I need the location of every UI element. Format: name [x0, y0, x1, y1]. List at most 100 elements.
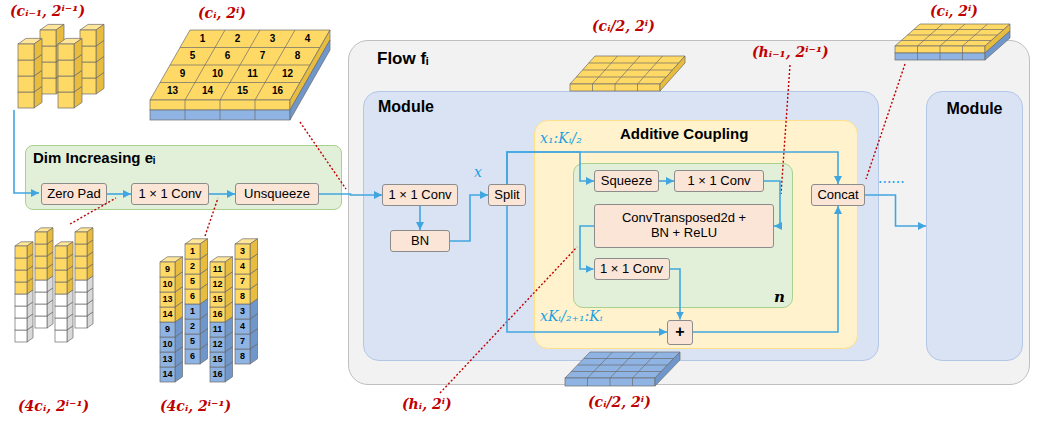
box-heading: Module — [378, 98, 434, 116]
tensor-cube — [55, 242, 73, 258]
tensor-cube — [35, 264, 53, 280]
cell-number: 5 — [190, 336, 195, 347]
edge-label: x₁:Kᵢ/₂ — [540, 130, 582, 147]
cell-number: 11 — [213, 264, 223, 275]
cell-number: 1 — [190, 306, 195, 317]
module-box: Module — [926, 91, 1023, 361]
tensor-cube — [15, 242, 33, 258]
cell-number: 3 — [270, 33, 276, 45]
cell-number: 8 — [240, 351, 245, 362]
cell-number: 11 — [247, 68, 258, 80]
connector-arrow — [659, 180, 674, 182]
cell-number: 1 — [190, 246, 195, 257]
box-label: Concat — [817, 188, 858, 203]
process-box: 1 × 1 Conv — [382, 184, 458, 206]
tensor-cube — [58, 86, 82, 108]
tensor-cube — [160, 287, 183, 307]
box-label: 1 × 1 Conv — [138, 187, 201, 202]
tensor-cube — [80, 40, 104, 62]
tensor-cube — [235, 344, 258, 364]
tensor-cube — [160, 302, 183, 322]
cell-number: 12 — [212, 279, 222, 290]
box-label: 1 × 1 Conv — [388, 188, 451, 203]
cell-number: 6 — [190, 351, 195, 362]
tensor-plate — [565, 352, 680, 386]
tensor-cube — [80, 56, 104, 78]
tensor-cube — [55, 326, 73, 342]
connector-arrow — [670, 269, 681, 320]
connector-arrow — [319, 194, 382, 195]
cell-number: 12 — [282, 68, 293, 80]
dimension-label: (hᵢ, 2ⁱ) — [402, 396, 452, 413]
leader-line — [300, 122, 346, 189]
leader-line — [70, 198, 116, 224]
tensor-cube — [160, 317, 183, 337]
cell-number: 7 — [260, 50, 266, 62]
process-box: 1 × 1 Conv — [131, 183, 209, 205]
tensor-cube — [235, 269, 258, 289]
tensor-cube — [18, 38, 42, 60]
cell-number: 10 — [162, 279, 172, 290]
process-box: Concat — [811, 184, 865, 206]
connector-arrow — [507, 206, 667, 332]
connector-arrow — [107, 193, 131, 195]
cell-number: 16 — [212, 309, 222, 320]
tensor-cube — [185, 254, 208, 274]
repeat-block: n Squeeze 1 × 1 ConvConvTransposed2d + BN … — [573, 163, 793, 308]
tensor-cube — [15, 314, 33, 330]
box-label: BN — [411, 234, 429, 249]
cell-number: 3 — [240, 306, 245, 317]
box-label: ConvTransposed2d + BN + ReLU — [614, 211, 754, 241]
tensor-cube — [55, 302, 73, 318]
cell-number: 4 — [240, 261, 245, 272]
tensor-cube — [15, 254, 33, 270]
connector-arrow — [764, 181, 780, 226]
tensor-cube — [210, 287, 233, 307]
cell-number: 9 — [165, 324, 170, 335]
tensor-plate — [895, 24, 1010, 60]
cell-number: 5 — [190, 50, 196, 62]
cell-number: 6 — [190, 291, 195, 302]
tensor-cube — [58, 54, 82, 76]
box-heading: n — [774, 288, 785, 306]
tensor-cube — [35, 228, 53, 244]
cell-number: 15 — [237, 85, 248, 97]
cell-number: 4 — [240, 321, 245, 332]
tensor-cube — [55, 290, 73, 306]
tensor-cube — [235, 314, 258, 334]
connector-arrow — [580, 226, 594, 269]
cell-number: 13 — [167, 85, 178, 97]
tensor-cube — [210, 347, 233, 367]
process-box: Squeeze — [594, 170, 659, 192]
tensor-cube — [160, 362, 183, 382]
tensor-cube — [160, 272, 183, 292]
tensor-cube — [185, 299, 208, 319]
box-label: 1 × 1 Conv — [687, 174, 750, 189]
cell-number: 15 — [212, 294, 222, 305]
tensor-cube — [160, 257, 183, 277]
cell-number: 10 — [162, 339, 172, 350]
tensor-cube — [40, 40, 64, 62]
flow-box: Flow fᵢModule1 × 1 ConvBNSplitAdditive C… — [348, 40, 1030, 385]
cell-number: 1 — [200, 33, 206, 45]
process-box: ConvTransposed2d + BN + ReLU — [594, 204, 774, 248]
tensor-cube — [15, 290, 33, 306]
connector-arrow — [450, 195, 488, 241]
dimension-label: (cᵢ, 2ⁱ) — [198, 5, 246, 22]
module-box: Module1 × 1 ConvBNSplitAdditive Coupling… — [363, 91, 879, 361]
connector-arrow — [419, 206, 421, 230]
tensor-cube — [58, 38, 82, 60]
box-label: Unsqueeze — [244, 187, 310, 202]
tensor-cube — [80, 72, 104, 94]
tensor-cube — [80, 24, 104, 46]
tensor-cube — [210, 257, 233, 277]
leader-lines — [70, 64, 905, 393]
connector-arrow — [507, 152, 594, 184]
cell-number: 7 — [240, 276, 245, 287]
tensor-cube — [235, 254, 258, 274]
tensor-cube — [40, 24, 64, 46]
cell-number: 13 — [162, 294, 172, 305]
process-box: Zero Pad — [41, 183, 107, 205]
